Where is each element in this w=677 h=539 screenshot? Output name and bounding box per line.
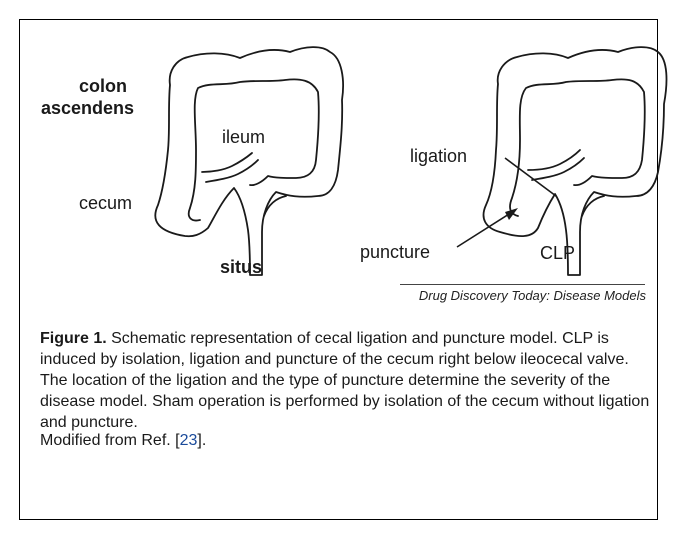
caption-text: Schematic representation of cecal ligati…	[40, 330, 649, 431]
colon-clp-drawing	[484, 47, 667, 275]
label-puncture: puncture	[360, 242, 430, 263]
modified-from-ref: Modified from Ref. [23].	[40, 432, 206, 450]
label-clp: CLP	[540, 243, 575, 264]
ref-link-23[interactable]: 23	[180, 432, 198, 449]
ref-suffix: ].	[197, 432, 206, 449]
label-ileum: ileum	[222, 127, 265, 148]
label-ascendens: ascendens	[41, 98, 134, 119]
colon-situs-drawing	[155, 47, 343, 275]
puncture-arrow	[457, 208, 518, 247]
colon-schematics	[0, 0, 677, 320]
label-colon: colon	[79, 76, 127, 97]
figure-label: Figure 1.	[40, 330, 107, 347]
label-ligation: ligation	[410, 146, 467, 167]
credit-rule	[400, 284, 645, 285]
figure-caption: Figure 1. Schematic representation of ce…	[40, 328, 650, 433]
figure-credit: Drug Discovery Today: Disease Models	[400, 288, 646, 303]
label-cecum: cecum	[79, 193, 132, 214]
label-situs: situs	[220, 257, 262, 278]
ref-prefix: Modified from Ref. [	[40, 432, 180, 449]
